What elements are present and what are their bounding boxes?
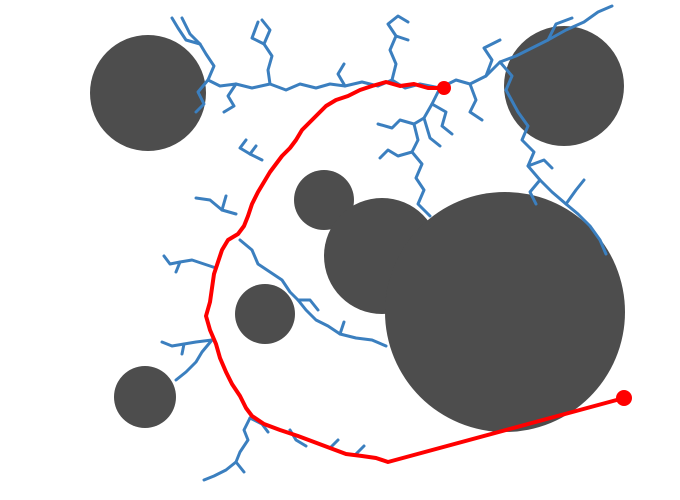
- tree-branch: [194, 78, 210, 114]
- goal-marker: [616, 390, 632, 406]
- tree-branch: [526, 158, 554, 170]
- tree-branch: [180, 16, 216, 82]
- tree-branch: [222, 82, 238, 114]
- tree-branch: [174, 260, 182, 274]
- exploration-tree: [160, 4, 614, 482]
- obstacle-small-left: [235, 284, 295, 344]
- tree-branch: [260, 18, 274, 86]
- tree-branch: [238, 138, 264, 162]
- path-line: [204, 80, 626, 464]
- tree-branch: [180, 342, 186, 356]
- tree-branch: [174, 338, 214, 382]
- tree-branch: [338, 320, 346, 336]
- obstacle-large-right: [385, 192, 625, 432]
- obstacle-bottom-left: [114, 366, 176, 428]
- tree-branch: [528, 178, 542, 206]
- obstacle-small-center: [294, 170, 354, 230]
- planned-path: [204, 80, 632, 464]
- tree-branch: [162, 254, 218, 270]
- tree-branch: [194, 196, 238, 216]
- obstacle-top-left: [90, 35, 206, 151]
- tree-branch: [422, 116, 442, 148]
- tree-branch: [430, 102, 454, 136]
- tree-branch: [238, 238, 388, 348]
- tree-branch: [498, 60, 514, 92]
- tree-branch: [394, 34, 410, 42]
- tree-branch: [564, 178, 586, 206]
- tree-branch: [468, 82, 484, 122]
- tree-branch: [438, 4, 614, 90]
- tree-branch: [378, 148, 414, 160]
- obstacle-top-right: [504, 26, 624, 146]
- tree-branch: [202, 416, 252, 482]
- obstacle-layer: [90, 26, 625, 432]
- tree-branch: [336, 62, 347, 88]
- tree-branch: [234, 460, 246, 474]
- tree-branch: [250, 20, 266, 46]
- tree-branch: [248, 144, 258, 156]
- tree-branch: [296, 298, 320, 312]
- start-marker: [437, 81, 451, 95]
- tree-branch: [354, 444, 366, 456]
- tree-branch: [376, 118, 416, 130]
- tree-branch: [220, 194, 228, 212]
- tree-branch: [546, 16, 574, 42]
- tree-branch: [482, 38, 502, 78]
- tree-branch: [170, 16, 202, 46]
